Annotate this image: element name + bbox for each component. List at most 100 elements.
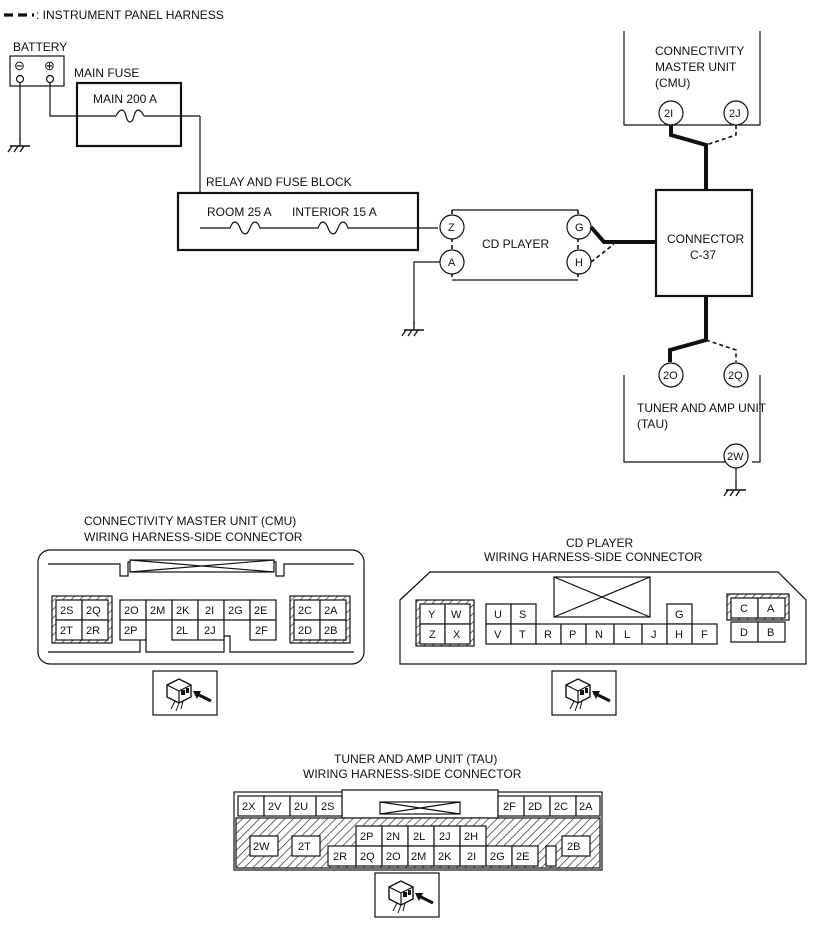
- tau-line1: TUNER AND AMP UNIT: [637, 401, 767, 415]
- tau-cell-label: 2Q: [360, 851, 375, 863]
- cd-cell: [691, 623, 718, 645]
- cmu-cell-label: 2J: [204, 625, 216, 637]
- cmu-cell-label: 2K: [176, 605, 190, 617]
- cd-cell-label: Y: [428, 609, 436, 621]
- relay-fuse-block: RELAY AND FUSE BLOCK ROOM 25 A INTERIOR …: [176, 175, 438, 252]
- relay-block-fuse-wire: [200, 221, 438, 235]
- tau-box: [623, 375, 761, 463]
- cd-connector-title2: WIRING HARNESS-SIDE CONNECTOR: [484, 550, 703, 564]
- connector-view-icon: [550, 669, 618, 717]
- tau-cell-label: 2R: [333, 851, 347, 863]
- tau-cell-label: 2O: [386, 851, 401, 863]
- cd-player: CD PLAYER Z A G H: [439, 209, 592, 281]
- tau-key-slot: [545, 845, 557, 867]
- cd-cell-label: X: [453, 629, 461, 641]
- cd-cell-label: U: [494, 609, 502, 621]
- cd-cell-label: G: [675, 609, 684, 621]
- cmu-line1: CONNECTIVITY: [655, 44, 744, 58]
- tau-cell: [511, 845, 539, 867]
- cmu-cell-label: 2T: [60, 625, 73, 637]
- tau-cell-label: 2P: [360, 831, 373, 843]
- battery: BATTERY ⊖ ⊕: [9, 40, 67, 87]
- tau-cell-label: 2D: [528, 801, 542, 813]
- cd-cell-label: J: [651, 629, 657, 641]
- cmu-cell-label: 2E: [254, 605, 267, 617]
- tau-pin-2w-label: 2W: [727, 451, 744, 463]
- cd-pin-h-label: H: [575, 257, 583, 269]
- tau-cell: [575, 795, 601, 817]
- battery-neg-pin: [15, 74, 25, 84]
- cmu-cell-label: 2A: [324, 605, 338, 617]
- harness-c37-to-tau-2o: [668, 296, 708, 362]
- main-fuse-label: MAIN FUSE: [74, 66, 139, 80]
- tau-cell-label: 2K: [438, 851, 452, 863]
- tau-cell-label: 2U: [294, 801, 308, 813]
- cmu-cell: [319, 619, 347, 641]
- relay-block-box: [176, 191, 420, 252]
- tau-cell: [561, 835, 591, 857]
- tau-cell-label: 2M: [411, 851, 426, 863]
- cmu-cell-label: 2I: [205, 605, 214, 617]
- main-fuse: MAIN FUSE MAIN 200 A: [74, 66, 200, 148]
- main-fuse-rating: MAIN 200 A: [93, 92, 157, 106]
- harness-g-to-c37: [589, 225, 656, 244]
- tau-cell-label: 2L: [413, 831, 425, 843]
- cmu-cell-label: 2O: [124, 605, 139, 617]
- cmu-connector-title2: WIRING HARNESS-SIDE CONNECTOR: [84, 530, 303, 544]
- cd-cell-label: P: [569, 629, 576, 641]
- tau-cell: [315, 795, 343, 817]
- cmu-pin-2i-label: 2I: [664, 108, 673, 120]
- cd-cell-label: A: [767, 603, 775, 615]
- main-fuse-box: [75, 81, 183, 148]
- tau-cell: [249, 835, 279, 857]
- cmu-cell-label: 2F: [255, 625, 268, 637]
- tau-cell-label: 2A: [579, 801, 593, 813]
- connector-view-icon: [151, 669, 219, 717]
- harness-c37-to-tau-2q: [705, 339, 737, 362]
- battery-feed-wire: [49, 83, 78, 117]
- ground-icon: [401, 321, 425, 337]
- cd-cell: [757, 621, 786, 643]
- cmu-cell-label: 2L: [176, 625, 188, 637]
- cd-connector-view: CD PLAYER WIRING HARNESS-SIDE CONNECTOR …: [399, 536, 807, 665]
- legend: : INSTRUMENT PANEL HARNESS: [4, 8, 224, 22]
- fuse-symbol-icon: [78, 109, 200, 123]
- cd-cell-label: F: [701, 629, 708, 641]
- tau-cell: [291, 835, 321, 857]
- tau-cell-label: 2G: [490, 851, 505, 863]
- tau-pin-2o-label: 2O: [663, 370, 678, 382]
- cmu-cell-label: 2P: [124, 625, 137, 637]
- cmu-connector-bottom-ridge: [48, 635, 354, 653]
- cmu-cell-label: 2B: [324, 625, 337, 637]
- tau-cell-label: 2B: [567, 841, 580, 853]
- cmu-cell-label: 2R: [86, 625, 100, 637]
- tau-cell-label: 2F: [503, 801, 516, 813]
- tau-connector-title2: WIRING HARNESS-SIDE CONNECTOR: [303, 767, 522, 781]
- cmu-cell-label: 2S: [60, 605, 73, 617]
- battery-label: BATTERY: [13, 40, 67, 54]
- ground-icon: [7, 137, 31, 153]
- cd-cell: [757, 597, 786, 619]
- cd-cell-label: T: [519, 629, 526, 641]
- cmu-line2: MASTER UNIT: [655, 60, 737, 74]
- relay-block-label: RELAY AND FUSE BLOCK: [206, 175, 352, 189]
- battery-neg-terminal: ⊖: [14, 58, 25, 73]
- cmu-cell-label: 2M: [150, 605, 165, 617]
- connector-c37: CONNECTOR C-37: [654, 188, 754, 298]
- cmu-cell: [81, 619, 109, 641]
- cd-ground-wire: [413, 261, 440, 324]
- cmu-unit: CONNECTIVITY MASTER UNIT (CMU) 2I 2J: [623, 31, 761, 126]
- cd-cell-label: S: [519, 609, 526, 621]
- cmu-pin-2j-label: 2J: [729, 108, 741, 120]
- tau-cell-label: 2J: [439, 831, 451, 843]
- interior-fuse-label: INTERIOR 15 A: [292, 205, 377, 219]
- tau-cell-label: 2X: [242, 801, 256, 813]
- tau-cell-label: 2C: [554, 801, 568, 813]
- cmu-cell: [249, 619, 277, 641]
- tau-latch-cross: [379, 801, 461, 815]
- cd-cell-label: L: [624, 629, 630, 641]
- cmu-connector-view: CONNECTIVITY MASTER UNIT (CMU) WIRING HA…: [37, 514, 365, 665]
- cd-cell-label: R: [544, 629, 552, 641]
- cd-player-body: [452, 209, 578, 281]
